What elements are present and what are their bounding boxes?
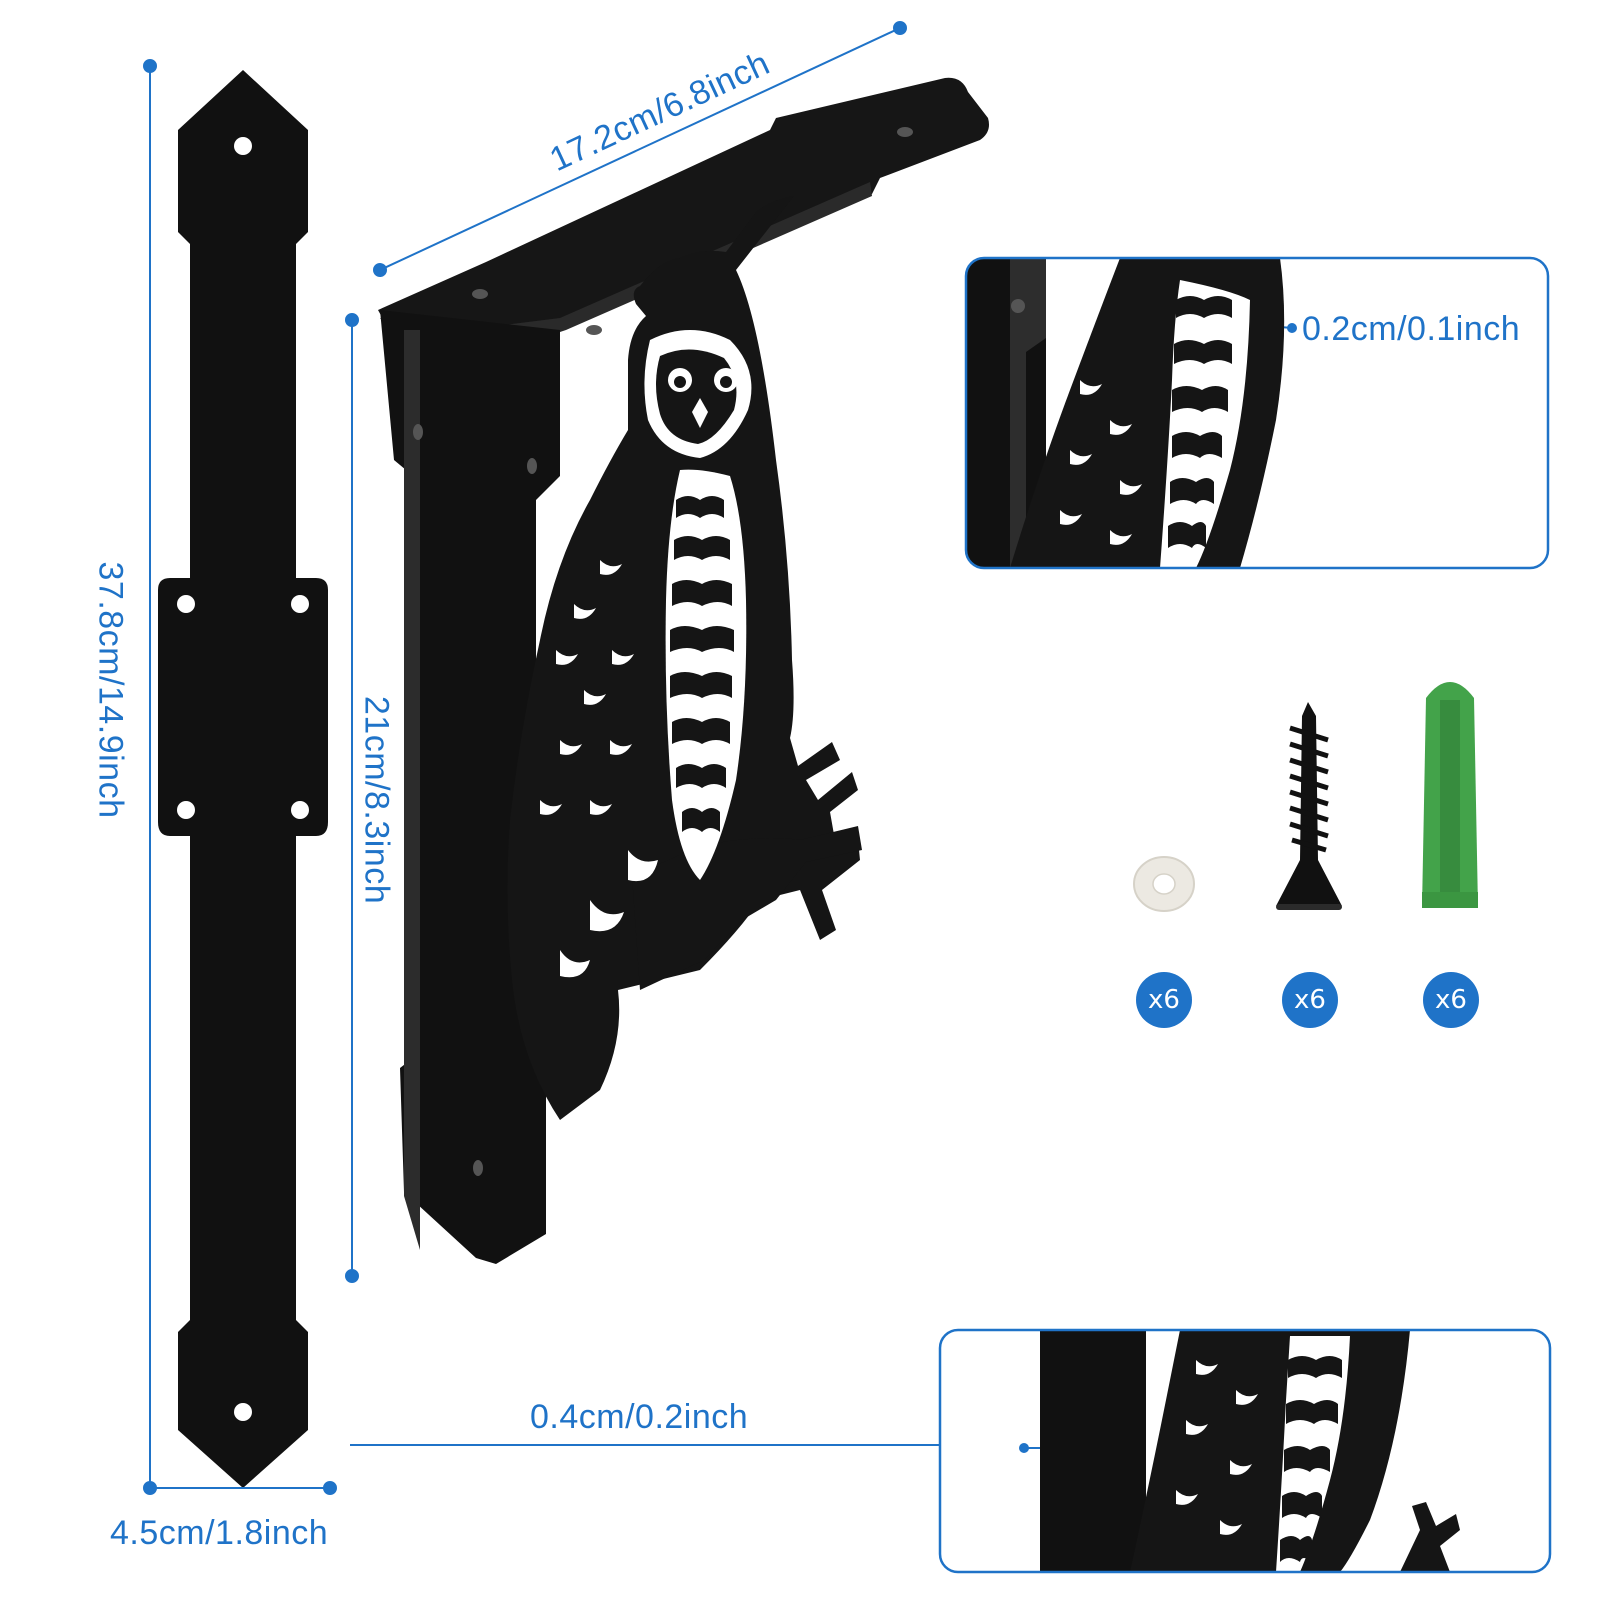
screw-quantity-badge: x6 — [1282, 972, 1338, 1028]
bracket-height-label: 21cm/8.3inch — [357, 695, 396, 905]
mounting-hole-icon — [177, 595, 195, 613]
mounting-hole-icon — [291, 801, 309, 819]
mounting-hole-icon — [177, 801, 195, 819]
wall-anchor-icon — [1422, 682, 1478, 908]
thickness-inset-top — [964, 256, 1550, 570]
mounting-hole-icon — [234, 1403, 252, 1421]
washer-icon — [1133, 856, 1195, 912]
thickness-top-label: 0.2cm/0.1inch — [1302, 310, 1521, 348]
strap-height-label: 37.8cm/14.9inch — [91, 561, 130, 819]
strap-width-label: 4.5cm/1.8inch — [110, 1514, 329, 1552]
flat-strap — [158, 70, 328, 1488]
mounting-hole-icon — [234, 137, 252, 155]
mounting-hole-icon — [291, 595, 309, 613]
mounting-hole-icon — [413, 127, 913, 1176]
washer-quantity-badge: x6 — [1136, 972, 1192, 1028]
anchor-quantity-badge: x6 — [1423, 972, 1479, 1028]
thickness-bottom-label: 0.4cm/0.2inch — [530, 1398, 749, 1436]
thickness-inset-bottom — [938, 1328, 1552, 1574]
screw-icon — [1276, 702, 1342, 910]
owl-shelf-bracket — [378, 77, 989, 1264]
